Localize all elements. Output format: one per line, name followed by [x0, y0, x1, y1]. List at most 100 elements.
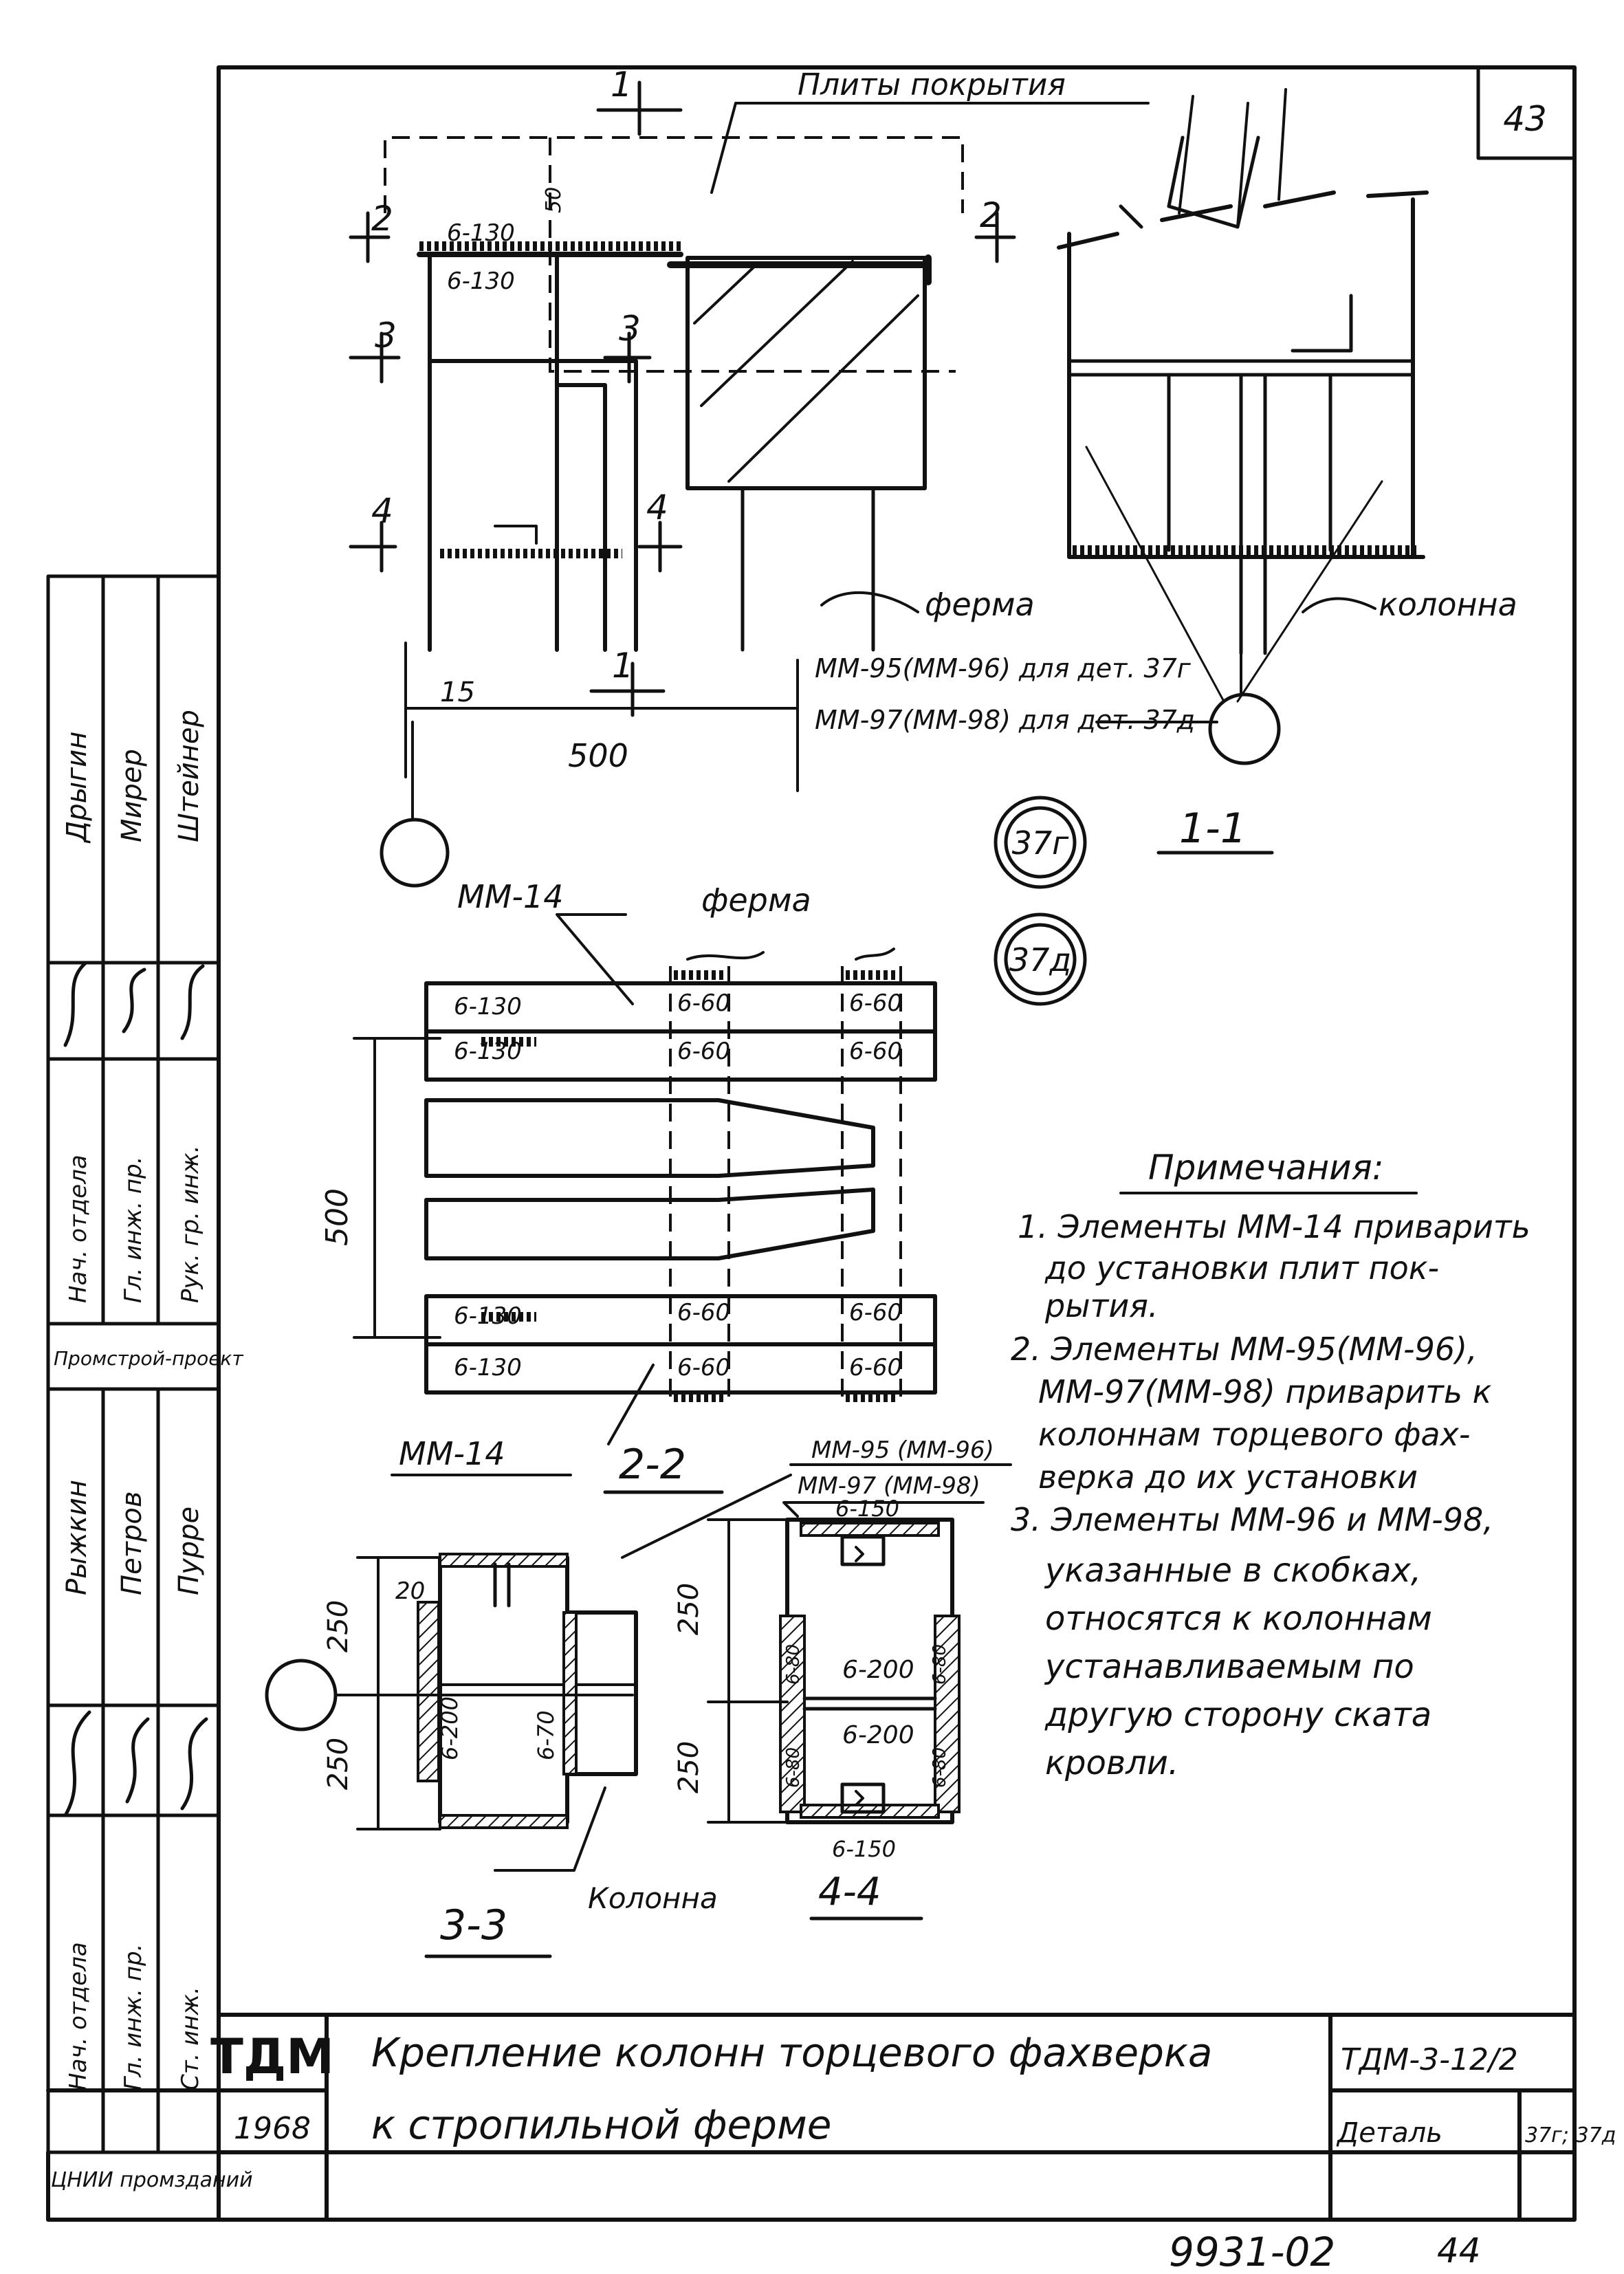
weld-6-150-top: 6-150 — [835, 1496, 899, 1522]
detail-value: 37г; 37д — [1525, 2123, 1616, 2147]
title-block — [46, 2013, 1577, 2222]
cut-mark-2-right: 2 — [980, 195, 1002, 235]
dim-500-plan: 500 — [320, 1188, 355, 1246]
elevation-view: 500 15 — [380, 136, 964, 888]
weld-6-60: 6-60 — [677, 1038, 730, 1065]
left-stamp — [46, 574, 221, 2154]
stamp-name: Петров — [116, 1491, 148, 1595]
dim-50-vert: 50 — [542, 187, 566, 213]
stamp-name: Штейнер — [173, 710, 205, 842]
section-4-4-label: 4-4 — [818, 1870, 881, 1914]
drawing-frame — [217, 65, 1577, 2154]
archive-code: 9931-02 — [1169, 2229, 1335, 2274]
truss-leader — [820, 591, 919, 613]
cut-mark-2-left: 2 — [371, 199, 393, 239]
page-number: 43 — [1503, 99, 1547, 139]
mark-mm14-top: ММ-14 — [457, 878, 564, 915]
note-line: до установки плит пок- — [1044, 1249, 1439, 1287]
weld-6-60: 6-60 — [849, 990, 902, 1017]
weld-6-80-c: 6-80 — [783, 1747, 804, 1788]
note-line: относятся к колоннам — [1045, 1599, 1432, 1638]
weld-6-60: 6-60 — [677, 1354, 730, 1381]
mark-mm14-bottom: ММ-14 — [399, 1435, 505, 1472]
mark-mm97-37d: ММ-97(ММ-98) для дет. 37д — [815, 705, 1195, 735]
note-line: 1. Элементы ММ-14 приварить — [1018, 1208, 1530, 1245]
dim-20: 20 — [395, 1577, 425, 1605]
dim-250-3-3-bottom: 250 — [322, 1738, 354, 1790]
weld-6-60: 6-60 — [677, 1299, 730, 1326]
note-line: устанавливаемым по — [1044, 1648, 1414, 1686]
plan-weld-labels: 6-130 6-130 6-130 6-130 6-60 6-60 6-60 6… — [454, 990, 902, 1381]
weld-6-130: 6-130 — [454, 1354, 522, 1381]
mark-mm95-4-4: ММ-95 (ММ-96) — [811, 1436, 994, 1464]
detail-37d-bubble: 37д — [1009, 941, 1071, 979]
stamp-role: Гл. инж. пр. — [120, 1157, 147, 1303]
weld-6-130: 6-130 — [454, 1038, 522, 1065]
cutting-planes: 1 2 2 3 3 4 4 1 — [349, 65, 1016, 717]
note-line: кровли. — [1045, 1744, 1178, 1782]
stamp-org: Промстрой-проект — [54, 1347, 243, 1370]
stamp-role: Рук. гр. инж. — [177, 1145, 204, 1303]
stamp-lower-roles: Нач. отдела Гл. инж. пр. Ст. инж. Рыжкин… — [51, 1480, 253, 2192]
weld-6-80-a: 6-80 — [783, 1644, 804, 1685]
weld-6-130: 6-130 — [454, 993, 522, 1020]
mark-mm95-37g: ММ-95(ММ-96) для дет. 37г — [815, 653, 1192, 684]
truss-label-plan: ферма — [701, 882, 811, 919]
drawing-title-line1: Крепление колонн торцевого фахверка — [371, 2029, 1212, 2076]
weld-6-150-bottom: 6-150 — [832, 1836, 896, 1862]
section-2-2 — [353, 913, 937, 1445]
title-year: 1968 — [234, 2111, 311, 2146]
section-4-4 — [707, 1501, 985, 1824]
note-line: указанные в скобках, — [1044, 1551, 1421, 1590]
weld-6-200-3-3: 6-200 — [437, 1696, 463, 1760]
note-line: другую сторону ската — [1044, 1696, 1431, 1734]
note-line: 2. Элементы ММ-95(ММ-96), — [1011, 1331, 1478, 1368]
cut-mark-1-top: 1 — [611, 65, 633, 105]
drawing-title-line2: к стропильной ферме — [371, 2101, 831, 2148]
stamp-upper-roles: Нач. отдела Гл. инж. пр. Рук. гр. инж. Д… — [54, 710, 243, 1370]
weld-6-70-3-3: 6-70 — [533, 1710, 559, 1760]
weld-6-130-elev-2: 6-130 — [447, 267, 515, 295]
section-1-1-label: 1-1 — [1179, 805, 1247, 853]
stamp-role: Нач. отдела — [65, 1942, 92, 2090]
detail-bubbles — [994, 796, 1087, 1006]
cut-mark-4-right: 4 — [646, 488, 668, 527]
cut-mark-3-left: 3 — [375, 316, 397, 356]
stamp-name: Мирер — [116, 749, 148, 842]
roof-plates-label: Плиты покрытия — [798, 67, 1066, 102]
weld-6-60: 6-60 — [849, 1299, 902, 1326]
section-3-3-label: 3-3 — [440, 1901, 507, 1949]
cut-mark-3-right: 3 — [619, 309, 641, 349]
org-short: ТДМ — [210, 2029, 334, 2085]
weld-6-60: 6-60 — [677, 990, 730, 1017]
note-line: рытия. — [1044, 1287, 1159, 1324]
dim-250-4-4-top: 250 — [673, 1583, 705, 1635]
mark-mm97-4-4: ММ-97 (ММ-98) — [798, 1472, 980, 1500]
note-line: 3. Элементы ММ-96 и ММ-98, — [1011, 1501, 1493, 1538]
weld-6-80-b: 6-80 — [930, 1644, 950, 1685]
weld-6-60: 6-60 — [849, 1354, 902, 1381]
weld-6-130-elev-1: 6-130 — [447, 219, 515, 247]
detail-37g-bubble: 37г — [1012, 824, 1070, 862]
stamp-role: Ст. инж. — [177, 1987, 204, 2090]
stamp-name: Пурре — [173, 1507, 205, 1595]
bottom-page-number: 44 — [1437, 2231, 1481, 2271]
mm95-leader — [621, 1463, 1012, 1559]
column-leader — [1302, 597, 1376, 613]
note-line: ММ-97(ММ-98) приварить к — [1038, 1373, 1492, 1410]
weld-6-200-4-4-b: 6-200 — [842, 1721, 914, 1749]
column-label-3-3: Колонна — [588, 1881, 718, 1915]
notes-heading: Примечания: — [1148, 1148, 1384, 1188]
truss-label: ферма — [925, 586, 1035, 623]
note-line: верка до их установки — [1038, 1458, 1418, 1496]
section-1-1 — [1057, 88, 1429, 765]
cut-mark-1-bottom: 1 — [612, 646, 634, 686]
stamp-role: Гл. инж. пр. — [120, 1944, 147, 2090]
weld-6-130: 6-130 — [454, 1302, 522, 1330]
stamp-role: Нач. отдела — [65, 1155, 92, 1303]
roof-plates-leader — [710, 102, 1150, 194]
dim-500-top: 500 — [568, 737, 628, 774]
notes-list: 1. Элементы ММ-14 приварить до установки… — [1011, 1208, 1530, 1782]
cut-mark-4-left: 4 — [371, 491, 393, 531]
